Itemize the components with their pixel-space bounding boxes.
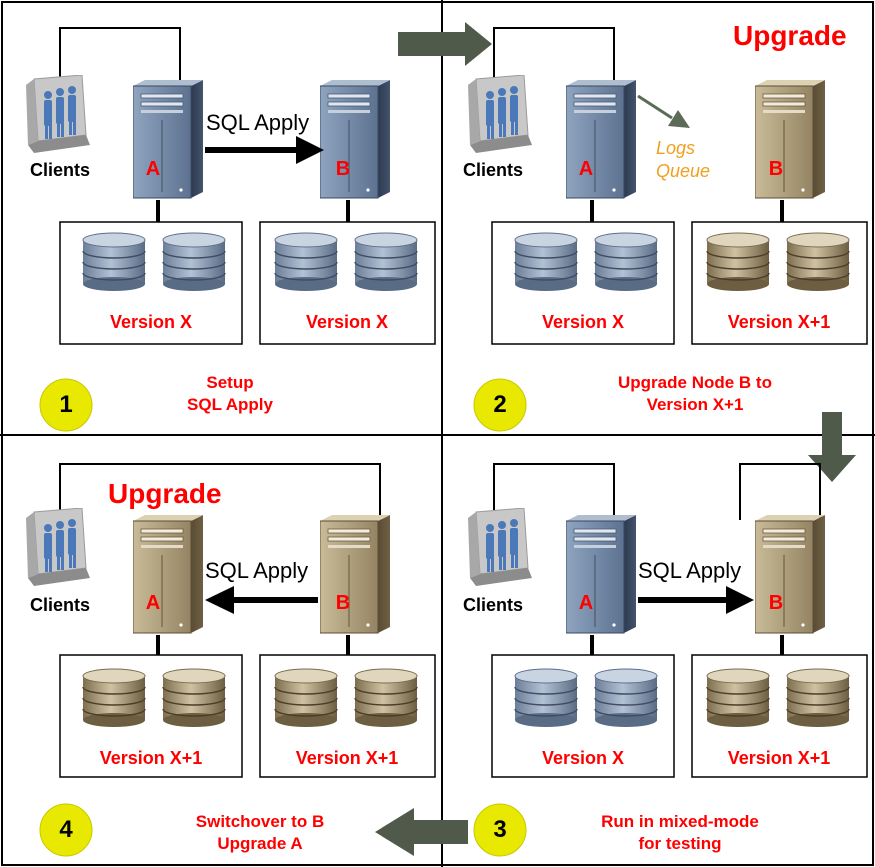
clients-label: Clients — [30, 160, 91, 180]
step-caption-line2: Version X+1 — [646, 395, 744, 414]
storage-a-version: Version X — [541, 312, 625, 332]
disk-icon — [514, 668, 578, 728]
logs-label: Logs — [656, 138, 696, 158]
step-caption-line2: for testing — [638, 834, 722, 853]
storage-b-version: Version X+1 — [727, 748, 831, 768]
disk-icon — [594, 232, 658, 292]
server-a-label: A — [145, 158, 161, 180]
sql-apply-arrow — [726, 586, 754, 614]
disk-icon — [82, 232, 146, 292]
step-number: 1 — [59, 391, 73, 418]
flow-arrow-left — [375, 808, 468, 856]
server-a-label: A — [145, 592, 161, 614]
step-number: 2 — [493, 391, 507, 418]
server-a-label: A — [578, 158, 594, 180]
storage-b-version: Version X — [305, 312, 389, 332]
step-3-circle — [473, 803, 527, 857]
disk-icon — [514, 232, 578, 292]
disk-icon — [786, 668, 850, 728]
step-1-circle — [39, 378, 93, 432]
step-2-circle — [473, 378, 527, 432]
disk-icon — [162, 668, 226, 728]
disk-icon — [274, 668, 338, 728]
step-4-circle — [39, 803, 93, 857]
server-b-label: B — [768, 592, 784, 614]
step-caption-line1: Setup — [206, 373, 254, 392]
clients-label: Clients — [463, 160, 524, 180]
server-b-label: B — [335, 158, 351, 180]
server-a-icon — [133, 515, 203, 634]
upgrade-label: Upgrade — [733, 20, 847, 51]
clients-icon — [467, 75, 532, 154]
step-caption-line2: SQL Apply — [187, 395, 273, 414]
step-caption-line1: Switchover to B — [195, 812, 325, 831]
storage-b-version: Version X+1 — [295, 748, 399, 768]
server-b-icon — [755, 515, 825, 634]
server-b-label: B — [335, 592, 351, 614]
clients-icon — [467, 508, 532, 587]
sql-apply-arrow — [296, 136, 324, 164]
disk-icon — [706, 232, 770, 292]
storage-a-version: Version X — [541, 748, 625, 768]
server-b-label: B — [768, 158, 784, 180]
sql-apply-label: SQL Apply — [638, 558, 742, 583]
storage-b-version: Version X+1 — [727, 312, 831, 332]
disk-icon — [786, 232, 850, 292]
flow-arrow-down — [808, 412, 856, 482]
sql-apply-arrow — [205, 586, 234, 614]
storage-a-version: Version X — [109, 312, 193, 332]
quadrant-2 — [398, 22, 868, 482]
upgrade-label: Upgrade — [108, 478, 222, 509]
step-number: 4 — [59, 816, 73, 843]
logs-arrow — [668, 110, 690, 128]
server-a-icon — [566, 515, 636, 634]
queue-label: Queue — [656, 161, 711, 181]
disk-icon — [162, 232, 226, 292]
disk-icon — [594, 668, 658, 728]
clients-label: Clients — [30, 595, 91, 615]
step-caption-line1: Upgrade Node B to — [618, 373, 772, 392]
sql-apply-label: SQL Apply — [205, 558, 309, 583]
quadrant-3 — [375, 463, 868, 857]
server-b-icon — [320, 515, 390, 634]
flow-arrow-right — [398, 22, 492, 66]
clients-icon — [25, 508, 90, 587]
clients-label: Clients — [463, 595, 524, 615]
disk-icon — [354, 668, 418, 728]
storage-a-version: Version X+1 — [99, 748, 203, 768]
disk-icon — [274, 232, 338, 292]
sql-apply-label: SQL Apply — [206, 110, 310, 135]
step-number: 3 — [493, 816, 507, 843]
disk-icon — [354, 232, 418, 292]
clients-icon — [25, 75, 90, 154]
quadrant-1 — [25, 27, 436, 432]
quadrant-4 — [25, 463, 436, 857]
step-caption-line1: Run in mixed-mode — [601, 812, 759, 831]
step-caption-line2: Upgrade A — [217, 834, 303, 853]
server-a-label: A — [578, 592, 594, 614]
disk-icon — [706, 668, 770, 728]
disk-icon — [82, 668, 146, 728]
